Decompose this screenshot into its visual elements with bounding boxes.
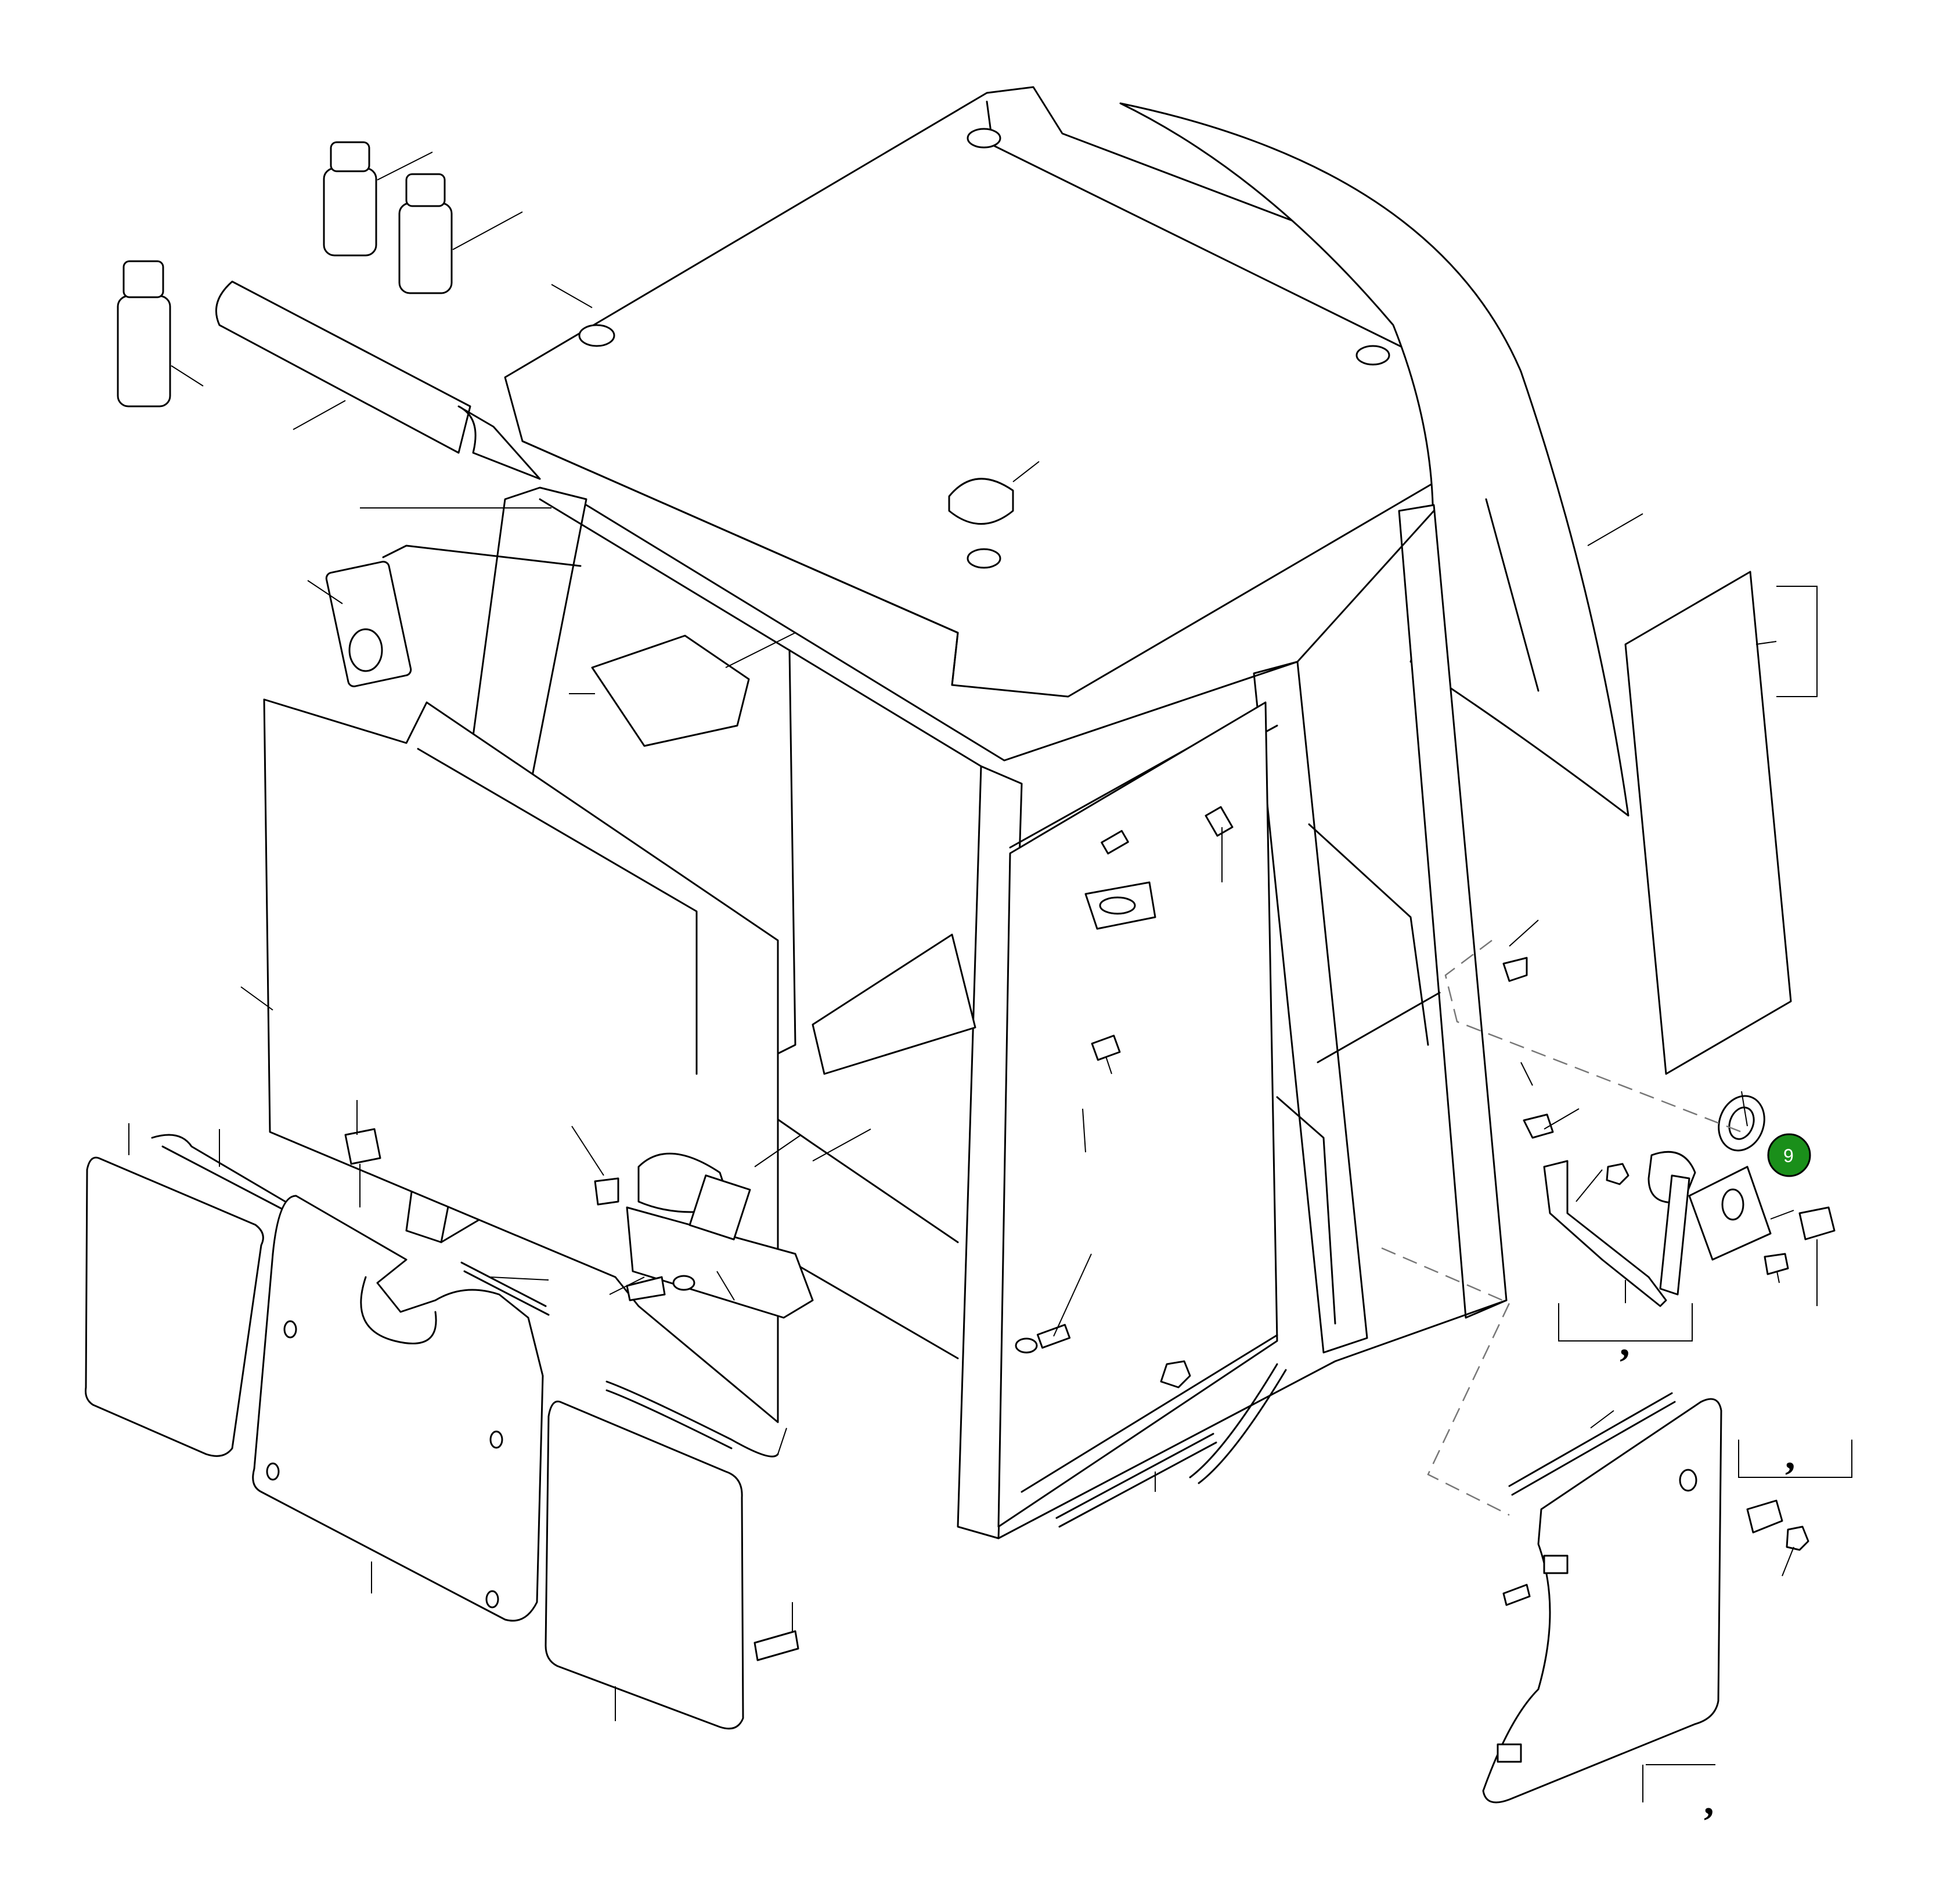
- bottle-1: [323, 141, 433, 257]
- seal-strip-3: [605, 1380, 787, 1458]
- rear-fender-panel: [1482, 1392, 1852, 1804]
- seal-strip-1: [151, 1129, 291, 1214]
- rear-glass: [1119, 102, 1643, 817]
- mirror-assembly: [325, 544, 796, 747]
- latch-assembly-right: [1381, 940, 1836, 1516]
- reference-leaders: [240, 507, 1539, 1301]
- side-glass-panel: [1624, 571, 1818, 1075]
- bottle-3: [117, 260, 204, 408]
- group-mark-1: ,: [1620, 1320, 1630, 1365]
- seal-strip-2: [460, 1261, 550, 1316]
- cab-roof: [504, 86, 1487, 698]
- trim-panel-right: [545, 1400, 744, 1730]
- rear-right-door: [997, 701, 1278, 1528]
- group-mark-3: ,: [1704, 1779, 1714, 1823]
- callout-9-badge[interactable]: 9: [1767, 1133, 1811, 1177]
- trim-panel-left: [85, 1123, 264, 1457]
- door-latch-assembly: [609, 1152, 814, 1319]
- trim-panel-center: [252, 1195, 544, 1622]
- door-seal-bottom: [1055, 1363, 1287, 1528]
- bottle-2: [398, 173, 523, 294]
- group-mark-2: ,: [1785, 1433, 1796, 1478]
- callout-9-label: 9: [1783, 1145, 1794, 1166]
- sealant-tube: [215, 280, 541, 480]
